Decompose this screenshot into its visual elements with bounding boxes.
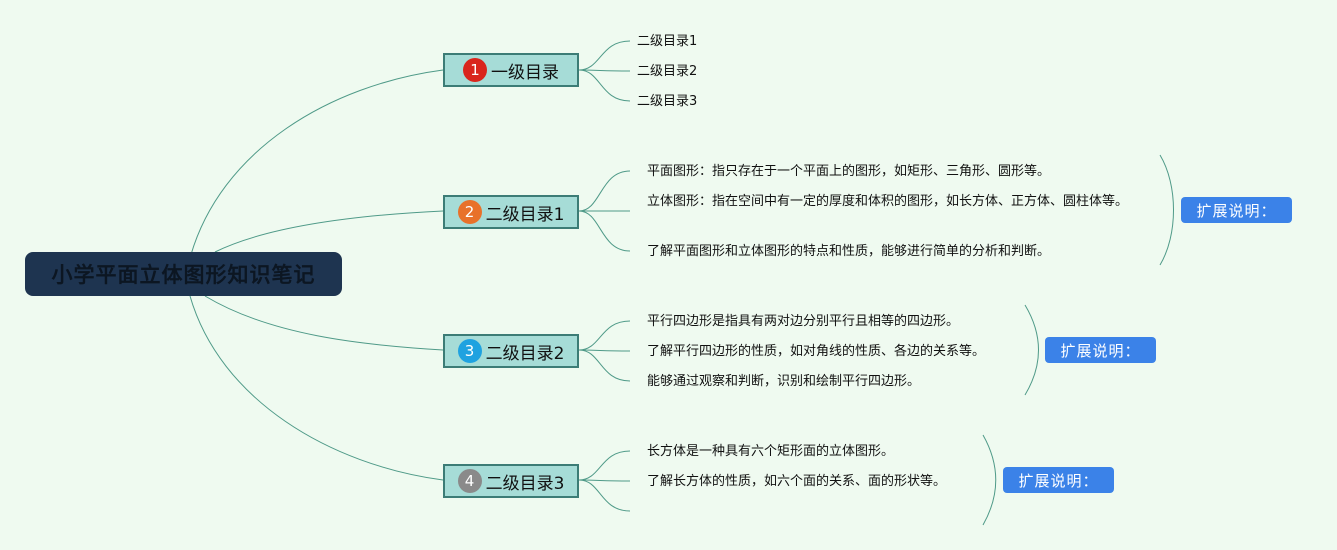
branch-topic-3[interactable]: 3 二级目录2 <box>443 334 579 368</box>
root-connector-1 <box>189 69 444 259</box>
root-connector-2 <box>214 210 444 253</box>
leaf-connector-2-1 <box>578 170 631 212</box>
root-topic-label: 小学平面立体图形知识笔记 <box>51 263 316 287</box>
branch-topic-1-label: 一级目录 <box>491 62 559 83</box>
leaf-topic-3-2[interactable]: 了解平行四边形的性质，如对角线的性质、各边的关系等。 <box>647 344 986 359</box>
summary-bracket-3 <box>1024 304 1039 396</box>
priority-1-icon: 1 <box>463 58 487 82</box>
branch-topic-2[interactable]: 2 二级目录1 <box>443 195 579 229</box>
extension-note-4[interactable]: 扩展说明： <box>1003 467 1114 493</box>
summary-bracket-4 <box>982 434 997 526</box>
leaf-topic-4-1[interactable]: 长方体是一种具有六个矩形面的立体图形。 <box>647 444 895 459</box>
root-connector-3 <box>204 295 444 351</box>
leaf-connector-4-1 <box>578 450 631 481</box>
leaf-connector-4-2 <box>578 479 631 482</box>
leaf-topic-2-1[interactable]: 平面图形：指只存在于一个平面上的图形，如矩形、三角形、圆形等。 <box>647 164 1051 179</box>
leaf-topic-1-1[interactable]: 二级目录1 <box>637 34 698 49</box>
leaf-connector-2-3 <box>578 210 631 252</box>
branch-topic-3-label: 二级目录2 <box>485 343 565 364</box>
branch-topic-4-label: 二级目录3 <box>485 473 565 494</box>
leaf-topic-3-3[interactable]: 能够通过观察和判断，识别和绘制平行四边形。 <box>647 374 921 389</box>
extension-note-3[interactable]: 扩展说明： <box>1045 337 1156 363</box>
summary-bracket-2 <box>1159 154 1174 266</box>
leaf-connector-1-1 <box>578 40 631 71</box>
leaf-topic-4-2[interactable]: 了解长方体的性质，如六个面的关系、面的形状等。 <box>647 474 947 489</box>
leaf-connector-3-3 <box>578 349 631 382</box>
leaf-connector-3-1 <box>578 320 631 351</box>
branch-topic-4[interactable]: 4 二级目录3 <box>443 464 579 498</box>
branch-topic-2-label: 二级目录1 <box>485 204 565 225</box>
root-topic[interactable]: 小学平面立体图形知识笔记 <box>25 252 342 296</box>
priority-3-icon: 3 <box>457 339 482 363</box>
leaf-topic-2-3[interactable]: 了解平面图形和立体图形的特点和性质，能够进行简单的分析和判断。 <box>647 244 1051 259</box>
leaf-connector-1-2 <box>578 69 631 72</box>
leaf-connector-4-3 <box>578 479 631 512</box>
leaf-topic-2-2[interactable]: 立体图形：指在空间中有一定的厚度和体积的图形，如长方体、正方体、圆柱体等。 <box>647 194 1129 209</box>
leaf-topic-1-2[interactable]: 二级目录2 <box>637 64 698 79</box>
leaf-topic-3-1[interactable]: 平行四边形是指具有两对边分别平行且相等的四边形。 <box>647 314 960 329</box>
priority-4-icon: 4 <box>457 469 482 493</box>
leaf-connector-3-2 <box>578 349 631 352</box>
extension-note-2[interactable]: 扩展说明： <box>1181 197 1292 223</box>
leaf-connector-1-3 <box>578 69 631 102</box>
leaf-topic-1-3[interactable]: 二级目录3 <box>637 94 698 109</box>
root-connector-4 <box>189 295 444 481</box>
branch-topic-1[interactable]: 1 一级目录 <box>443 53 579 87</box>
priority-2-icon: 2 <box>457 200 482 224</box>
